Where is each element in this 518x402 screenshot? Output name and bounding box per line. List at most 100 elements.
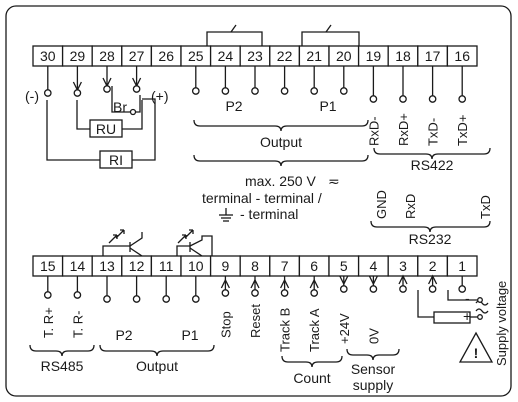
- top-terminal-label: 24: [218, 48, 234, 64]
- rxd-plus-label: RxD+: [396, 113, 411, 146]
- ground-icon: [219, 208, 233, 222]
- ground-terminal-label: - terminal: [240, 206, 298, 222]
- top-pin-node: [280, 87, 289, 95]
- top-terminal-label: 25: [188, 48, 204, 64]
- bottom-pin-node: [399, 285, 407, 293]
- rs485-label: RS485: [41, 358, 84, 374]
- top-pin-node: [221, 87, 230, 95]
- top-terminal-label: 27: [129, 48, 145, 64]
- bridge-node: [129, 108, 137, 116]
- bottom-pin-node: [369, 285, 378, 293]
- bottom-pin-node: [428, 285, 437, 293]
- bottom-pin-node: [221, 289, 230, 297]
- top-terminal-label: 17: [425, 48, 441, 64]
- top-pin-node: [251, 87, 259, 95]
- bottom-terminal-label: 5: [340, 258, 348, 274]
- rs422-label: RS422: [411, 157, 454, 173]
- top-output-label: Output: [260, 134, 302, 150]
- reset-label: Reset: [248, 304, 263, 338]
- terminal-terminal-label: terminal - terminal /: [202, 190, 322, 206]
- rs485-brace: [29, 344, 95, 357]
- top-pin-node: [399, 95, 407, 103]
- bottom-pin-node: [43, 291, 52, 299]
- output-brace: [193, 119, 369, 132]
- rs232-brace: [370, 220, 491, 233]
- bottom-pin-node: [162, 295, 171, 303]
- sensor-supply-label: supply: [353, 377, 393, 393]
- ri-label: RI: [109, 152, 123, 168]
- rs232-label: RS232: [409, 231, 452, 247]
- top-terminal-label: 19: [366, 48, 382, 64]
- top-terminal-label: 26: [158, 48, 174, 64]
- bottom-terminal-label: 11: [159, 258, 174, 274]
- bottom-terminal-label: 13: [99, 258, 115, 274]
- bottom-pin-node: [280, 289, 289, 297]
- ru-label: RU: [96, 121, 116, 137]
- bottom-terminal-label: 7: [281, 258, 289, 274]
- bottom-terminal-label: 14: [70, 258, 86, 274]
- top-terminal-label: 16: [454, 48, 470, 64]
- bottom-pin-node: [310, 289, 319, 297]
- top-pin-node: [458, 95, 467, 103]
- rxd-minus-label: RxD-: [366, 116, 381, 146]
- bottom-terminal-label: 12: [129, 258, 145, 274]
- top-pin-node: [339, 87, 348, 95]
- optocoupler-p1: [176, 229, 213, 257]
- top-terminal-label: 20: [336, 48, 352, 64]
- top-pin-node: [191, 87, 200, 95]
- bridge-label: Br: [113, 99, 127, 115]
- bottom-pin-node: [132, 295, 141, 303]
- ac-symbol: ≂: [328, 173, 340, 189]
- rs232-pin-labels: GND RxD TxD: [374, 190, 493, 219]
- top-pin-node: [369, 95, 378, 103]
- top-terminal-label: 21: [306, 48, 322, 64]
- bottom-pin-node: [339, 285, 348, 293]
- top-terminal-label: 29: [70, 48, 86, 64]
- supply-wiring: [417, 290, 494, 363]
- bottom-terminal-label: 9: [222, 258, 230, 274]
- stop-label: Stop: [218, 311, 233, 338]
- count-label: Count: [293, 370, 330, 386]
- track-a-label: Track A: [307, 308, 322, 352]
- bottom-p1-label: P1: [181, 327, 198, 343]
- top-p1-label: P1: [319, 98, 336, 114]
- bottom-terminal-label: 15: [40, 258, 56, 274]
- supply-voltage-label: Supply voltage: [494, 281, 509, 366]
- top-terminal-label: 30: [40, 48, 56, 64]
- tr-plus-label: T. R+: [41, 307, 56, 338]
- bottom-terminal-label: 2: [429, 258, 437, 274]
- outer-frame: [5, 5, 512, 397]
- top-terminal-label: 18: [395, 48, 411, 64]
- relay-contact-p2: [206, 24, 263, 46]
- bottom-terminal-label: 6: [310, 258, 318, 274]
- bottom-terminal-label: 4: [370, 258, 378, 274]
- bridge-wiring: [46, 86, 156, 169]
- rs422-pin-labels: RxD-RxD+TxD-TxD+: [366, 113, 470, 146]
- bottom-p2-label: P2: [115, 327, 132, 343]
- minus-label: (-): [25, 88, 39, 104]
- tr-minus-label: T. R-: [70, 311, 85, 338]
- top-pin-node: [73, 89, 82, 97]
- txd-label: TxD: [478, 195, 493, 219]
- top-pin-node: [428, 95, 437, 103]
- rxd-label: RxD: [403, 194, 418, 219]
- warning-symbol: !: [474, 345, 479, 361]
- bottom-pin-node: [458, 285, 467, 293]
- top-wires: [43, 66, 467, 103]
- max-voltage-label: max. 250 V: [245, 173, 316, 189]
- gnd-label: GND: [374, 190, 389, 219]
- top-terminal-label: 23: [247, 48, 263, 64]
- warning-triangle-icon: [458, 331, 494, 363]
- optocoupler-p2: [102, 229, 143, 257]
- top-p2-label: P2: [225, 98, 242, 114]
- bottom-pin-node: [103, 295, 111, 303]
- rs422-brace: [373, 147, 491, 160]
- plus24v-label: +24V: [337, 313, 352, 344]
- plus-label: (+): [151, 88, 169, 104]
- bottom-terminal-label: 1: [458, 258, 466, 274]
- voltage-brace: [193, 154, 369, 167]
